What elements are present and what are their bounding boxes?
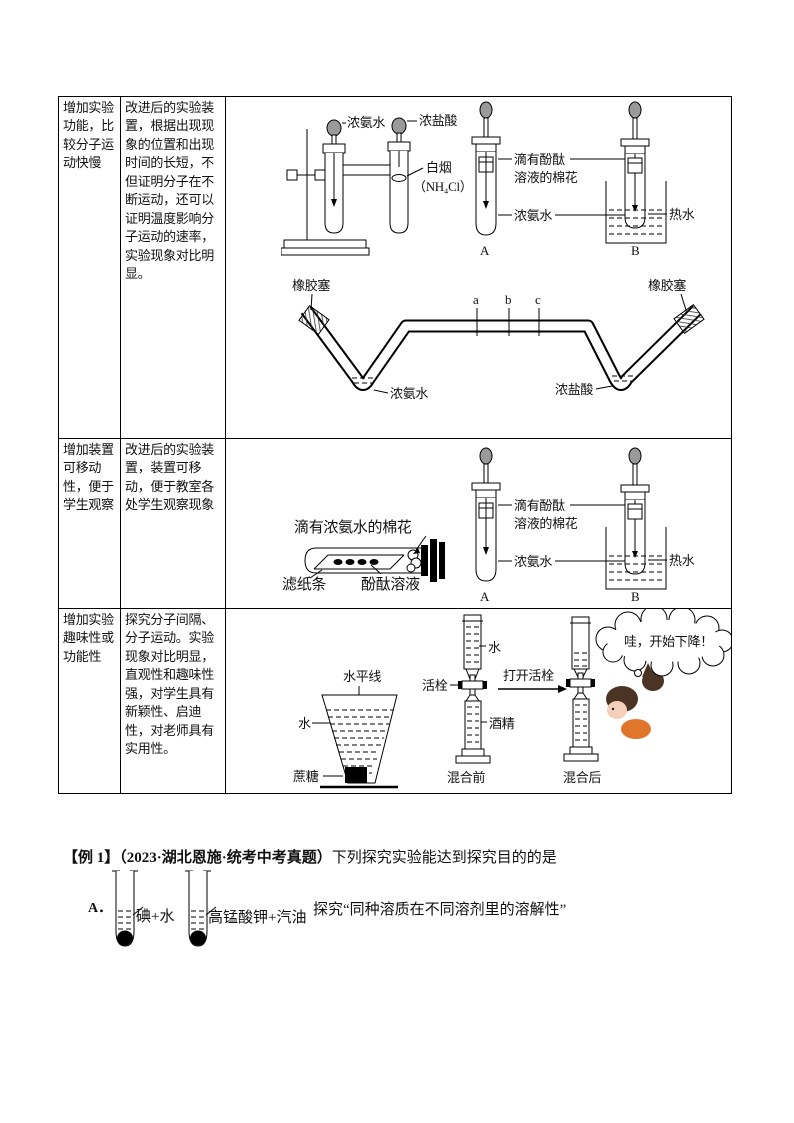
ab-hot-water-label: 热水 [669, 207, 695, 222]
example1-tag: 【例 1】 [63, 850, 120, 866]
tube-a-letter: A [480, 243, 490, 258]
sugar-label: 蔗糖 [293, 769, 319, 784]
ab-ammonia-label: 浓氨水 [514, 208, 552, 223]
optionA-tube1 [112, 870, 144, 947]
ab-cotton-label-line1: 滴有酚酞 [514, 152, 565, 167]
row2-description-cell: 改进后的实验装置，装置可移动，便于教室各处学生观察现象 [121, 439, 226, 609]
alcohol-label: 酒精 [489, 716, 515, 731]
horizontal-tube-diagram: 滴有浓氨水的棉花 滤纸条 [282, 518, 445, 593]
hz-filter-label: 滤纸条 [282, 576, 326, 593]
stand-hcl-label: 浓盐酸 [419, 113, 457, 128]
ab2-cotton-label-line1: 滴有酚酞 [514, 498, 565, 513]
improvement-table: 增加实验功能，比较分子运动快慢 改进后的实验装置，根据出现现象的位置和出现时间的… [58, 96, 732, 794]
row3-description-cell: 探究分子间隔、分子运动。实验现象对比明显，直观性和趣味性强，对学生具有新颖性、启… [121, 609, 226, 794]
level-line-label: 水平线 [343, 669, 381, 684]
example1-question: 下列探究实验能达到探究目的的是 [331, 850, 557, 866]
wtube-stopper-left-label: 橡胶塞 [292, 278, 330, 293]
w-tube-diagram: a b c 橡胶塞 橡胶塞 浓氨水 浓盐酸 [292, 278, 705, 401]
tube-b2-letter: B [631, 589, 640, 604]
optionA-tube1-label: 碘+水 [136, 909, 175, 925]
row3-diagram-cell: 水平线 水 蔗糖 [226, 609, 732, 794]
row1-purpose-cell: 增加实验功能，比较分子运动快慢 [59, 97, 121, 439]
tube-ab-diagram-row2: 滴有酚酞 溶液的棉花 浓氨水 [471, 447, 695, 604]
open-stopcock-label: 打开活栓 [503, 668, 554, 683]
wtube-tick-b: b [505, 292, 511, 307]
example1-question-line: 【例 1】（2023·湖北恩施·统考中考真题）下列探究实验能达到探究目的的是 [63, 846, 557, 867]
speech-text: 哇，开始下降！ [624, 634, 713, 649]
white-smoke-label: 白烟 [426, 160, 452, 175]
wtube-tick-c: c [535, 292, 541, 307]
water-left-label: 水 [298, 716, 311, 731]
optionA-tube2 [185, 870, 217, 947]
white-smoke-formula: （NH₄Cl） [413, 179, 473, 194]
wtube-stopper-right-label: 橡胶塞 [648, 278, 686, 293]
water-top-label: 水 [488, 640, 501, 655]
tube-a2-letter: A [480, 589, 490, 604]
wtube-tick-a: a [473, 292, 479, 307]
stand-ammonia-label: 浓氨水 [347, 115, 385, 130]
hz-phenolphthalein-label: 酚酞溶液 [361, 576, 420, 593]
optionA-letter: A． [88, 901, 113, 916]
row2-diagram-cell: 滴有浓氨水的棉花 滤纸条 [226, 439, 732, 609]
ab2-ammonia-label: 浓氨水 [514, 554, 552, 569]
before-mixing-label: 混合前 [447, 770, 485, 785]
mixing-experiment-diagram: 水平线 水 蔗糖 [293, 609, 731, 789]
after-mixing-label: 混合后 [563, 770, 601, 785]
wtube-ammonia-label: 浓氨水 [390, 386, 428, 401]
ab-cotton-label-line2: 溶液的棉花 [514, 170, 578, 185]
speech-bubble: 哇，开始下降！ [595, 609, 731, 677]
tube-ab-diagram-row1: 滴有酚酞 溶液的棉花 浓氨水 [471, 101, 695, 258]
ab2-hot-water-label: 热水 [669, 553, 695, 568]
ab2-cotton-label-line2: 溶液的棉花 [514, 516, 578, 531]
tube-b-letter: B [631, 243, 640, 258]
wtube-hcl-label: 浓盐酸 [555, 382, 593, 397]
optionA-purpose: 探究“同种溶质在不同溶剂里的溶解性” [313, 902, 567, 918]
row1-description-cell: 改进后的实验装置，根据出现现象的位置和出现时间的长短，不但证明分子在不断运动，还… [121, 97, 226, 439]
row2-purpose-cell: 增加装置可移动性，便于学生观察 [59, 439, 121, 609]
stopcock-label: 活栓 [422, 678, 448, 693]
row3-purpose-cell: 增加实验趣味性或功能性 [59, 609, 121, 794]
hz-cotton-label: 滴有浓氨水的棉花 [294, 518, 412, 536]
row1-diagram-cell: 浓氨水 浓盐酸 白烟 （NH₄Cl） [226, 97, 732, 439]
example1-source: （2023·湖北恩施·统考中考真题） [119, 850, 332, 866]
optionA-tube2-label: 高锰酸钾+汽油 [208, 910, 307, 926]
stand-two-tubes-diagram: 浓氨水 浓盐酸 白烟 （NH₄Cl） [281, 113, 473, 256]
